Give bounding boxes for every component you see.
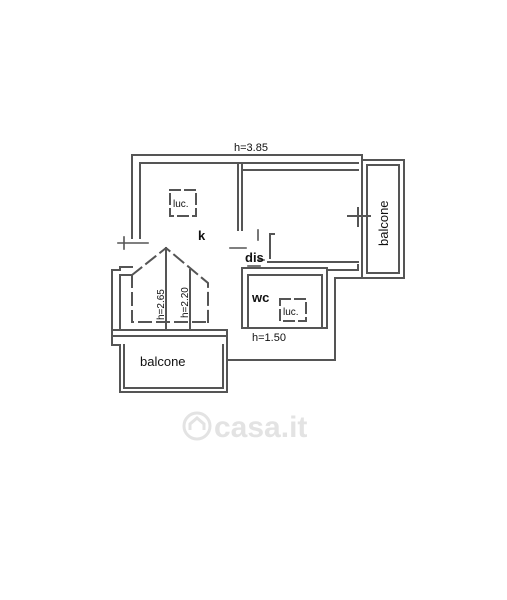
room-label-kitchen: k	[198, 228, 206, 243]
ridge-lines	[165, 247, 191, 331]
room-label-hall: dis	[245, 250, 264, 265]
door-marks	[117, 229, 265, 267]
outer-walls	[111, 154, 363, 361]
skylight-kitchen-outline	[169, 189, 197, 217]
room-label-wc: wc	[251, 290, 269, 305]
height-label-bottom: h=1.50	[252, 332, 286, 344]
height-label-220: h=2.20	[180, 287, 191, 318]
watermark-text: casa.it	[214, 411, 307, 444]
balcony-bottom-outline	[111, 329, 228, 393]
room-label-balcony-bottom: balcone	[140, 354, 186, 369]
balcony-right-outline	[347, 159, 405, 279]
roof-slope-dashed	[130, 246, 209, 323]
skylight-label-wc: luc.	[283, 307, 299, 318]
skylight-label-kitchen: luc.	[173, 199, 189, 210]
height-label-top: h=3.85	[234, 142, 268, 154]
height-label-265: h=2.65	[156, 289, 167, 320]
house-circle-icon	[182, 411, 212, 441]
skylight-wc-outline	[279, 298, 307, 322]
interior-walls	[237, 162, 359, 329]
room-label-balcony-right: balcone	[376, 200, 391, 246]
watermark: casa.it	[182, 411, 307, 444]
